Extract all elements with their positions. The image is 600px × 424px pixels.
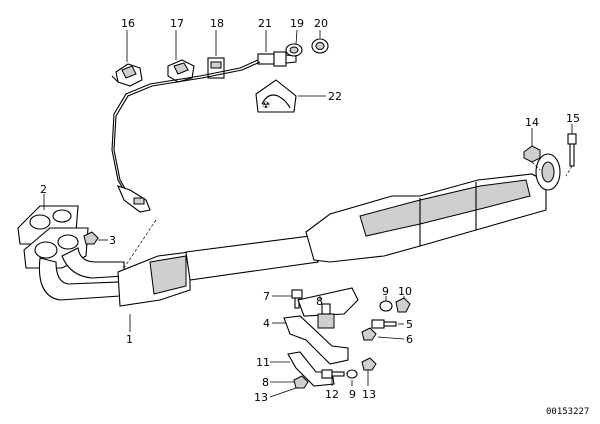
callout-12: 12	[325, 388, 339, 401]
part-9-washer-lower	[346, 369, 358, 379]
callout-1: 1	[126, 333, 133, 346]
callout-9: 9	[382, 285, 389, 298]
part-4-bracket	[283, 315, 349, 365]
part-22-warning-label: ☢	[255, 79, 297, 113]
callout-15: 15	[566, 112, 580, 125]
callout-8-lower: 8	[262, 376, 269, 389]
callout-22: 22	[328, 90, 342, 103]
part-8-rubber-mount	[297, 287, 359, 329]
downpipe-oxygen-sensor	[117, 185, 151, 213]
part-13-nut-lower	[361, 357, 377, 371]
part-20-grommet	[311, 38, 329, 54]
callout-19: 19	[290, 17, 304, 30]
svg-text:☢: ☢	[262, 101, 270, 111]
part-1-exhaust-pipe	[38, 153, 561, 307]
part-16-bracket	[111, 63, 143, 87]
callout-4: 4	[263, 317, 270, 330]
part-19-hose-clamp	[285, 43, 303, 57]
callout-8: 8	[316, 295, 323, 308]
part-6-nut	[361, 327, 377, 341]
callout-18: 18	[210, 17, 224, 30]
callout-7: 7	[263, 290, 270, 303]
callout-9-lower: 9	[349, 388, 356, 401]
part-5-bolt	[371, 319, 397, 329]
part-17-clip	[167, 59, 195, 83]
callout-13: 13	[254, 391, 268, 404]
part-14-nut	[523, 145, 541, 163]
callout-16: 16	[121, 17, 135, 30]
callout-21: 21	[258, 17, 272, 30]
callout-5: 5	[406, 318, 413, 331]
part-10-nut	[395, 297, 411, 313]
callout-6: 6	[406, 333, 413, 346]
part-3-nut	[83, 231, 99, 245]
callout-10: 10	[398, 285, 412, 298]
part-12-bolt	[321, 369, 345, 379]
callout-11: 11	[256, 356, 270, 369]
document-number: 00153227	[546, 407, 589, 417]
callout-17: 17	[170, 17, 184, 30]
part-18-connector	[207, 57, 225, 79]
part-9-washer	[379, 300, 393, 312]
callout-3: 3	[109, 234, 116, 247]
callout-13-lower: 13	[362, 388, 376, 401]
part-13-nut	[293, 375, 309, 389]
part-15-bolt	[567, 133, 577, 167]
callout-14: 14	[525, 116, 539, 129]
callout-20: 20	[314, 17, 328, 30]
callout-2: 2	[40, 183, 47, 196]
